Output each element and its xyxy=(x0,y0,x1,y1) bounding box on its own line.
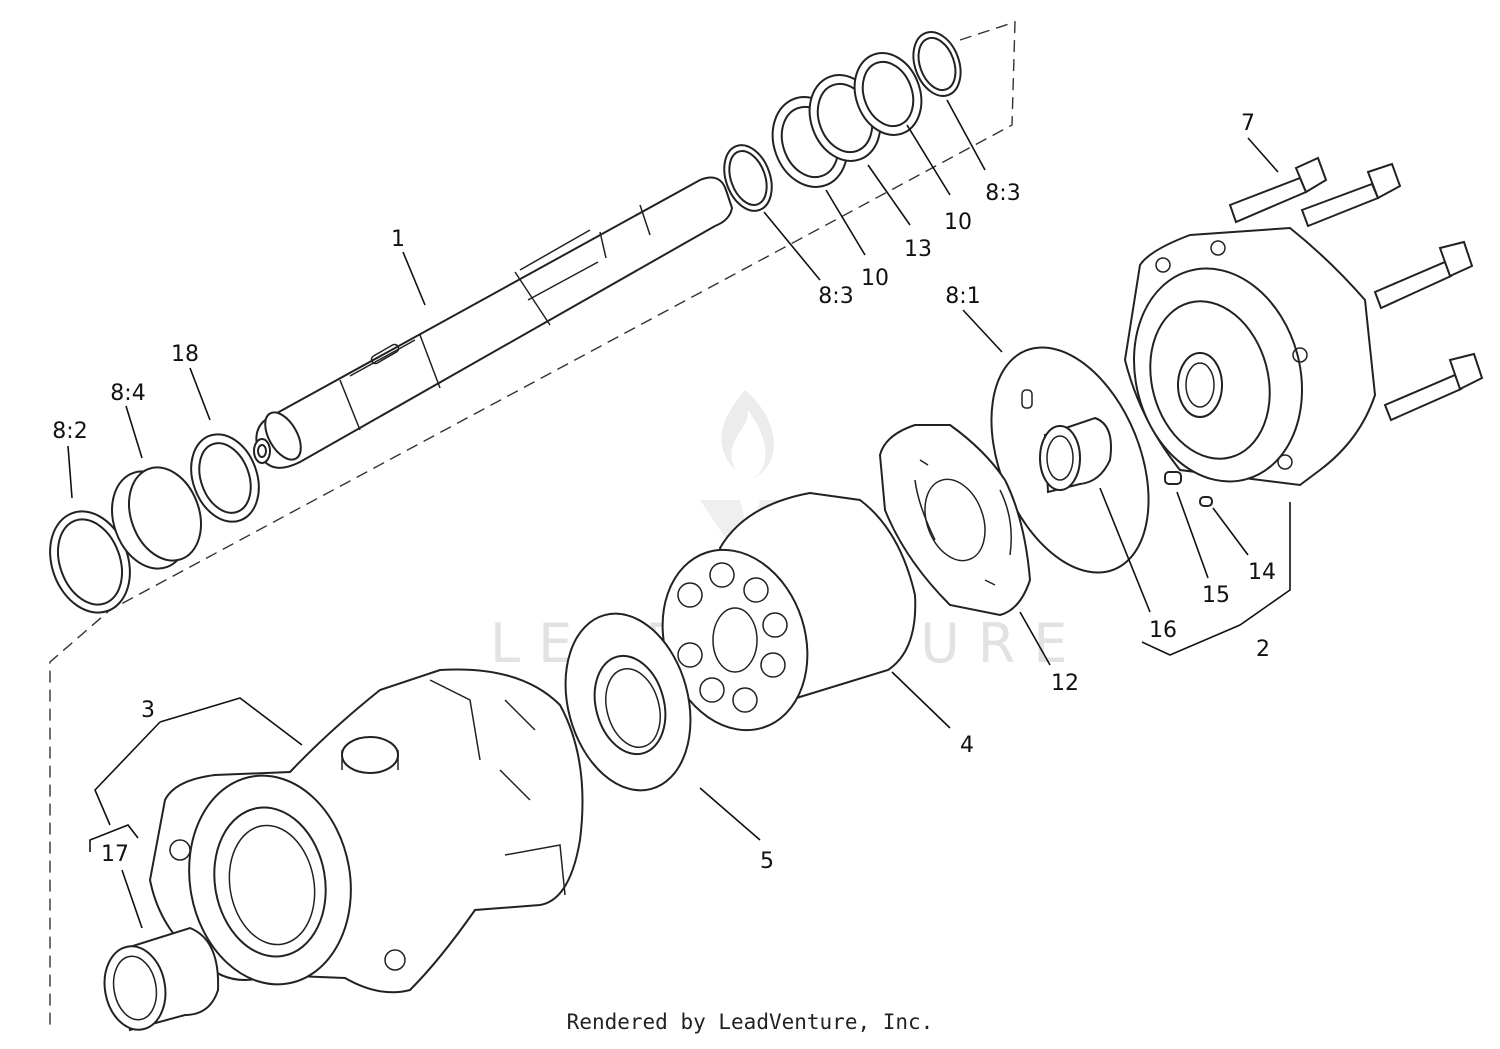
needle-bearing-16 xyxy=(1039,416,1112,494)
callout-12: 12 xyxy=(1051,671,1079,696)
callout-15: 15 xyxy=(1202,583,1230,608)
bearing-ring-8-4 xyxy=(111,466,202,570)
pins-14-15 xyxy=(1164,471,1213,507)
thrust-plate-5 xyxy=(564,612,692,792)
callout-4: 4 xyxy=(960,733,974,758)
port-plate-12 xyxy=(878,424,1032,617)
callout-2: 2 xyxy=(1256,637,1270,662)
callout-8-2: 8:2 xyxy=(52,419,87,444)
callout-14: 14 xyxy=(1248,560,1276,585)
callout-labels: 1 2 3 4 5 7 8:1 8:2 8:3 8:3 8:4 10 10 12… xyxy=(52,111,1276,874)
callout-8-3-lower: 8:3 xyxy=(818,284,853,309)
callout-7: 7 xyxy=(1241,111,1255,136)
callout-18: 18 xyxy=(171,342,199,367)
callout-1: 1 xyxy=(391,227,405,252)
snap-ring-8-3-lower xyxy=(723,144,773,212)
callout-8-3-upper: 8:3 xyxy=(985,181,1020,206)
bolt-set-7 xyxy=(1228,156,1484,422)
callout-5: 5 xyxy=(760,849,774,874)
end-cover-assembly xyxy=(1123,226,1377,487)
callout-3: 3 xyxy=(141,698,155,723)
callout-8-1: 8:1 xyxy=(945,284,980,309)
callout-16: 16 xyxy=(1149,618,1177,643)
washer-10-upper xyxy=(853,52,923,136)
assembly-dashed-lines xyxy=(49,21,1016,1030)
needle-bearing-17 xyxy=(103,926,220,1032)
render-credit: Rendered by LeadVenture, Inc. xyxy=(566,1010,934,1034)
callout-13: 13 xyxy=(904,237,932,262)
callout-10-upper: 10 xyxy=(944,210,972,235)
cylinder-block-4 xyxy=(661,491,917,732)
callout-10-lower: 10 xyxy=(861,266,889,291)
washer-18 xyxy=(190,433,260,523)
callout-8-4: 8:4 xyxy=(110,381,145,406)
shaft-part xyxy=(253,176,734,469)
leader-lines xyxy=(67,99,1291,929)
retaining-ring-8-2 xyxy=(49,510,131,614)
callout-17: 17 xyxy=(101,842,129,867)
motor-housing-3 xyxy=(148,668,584,994)
snap-ring-8-3-upper xyxy=(912,31,962,97)
